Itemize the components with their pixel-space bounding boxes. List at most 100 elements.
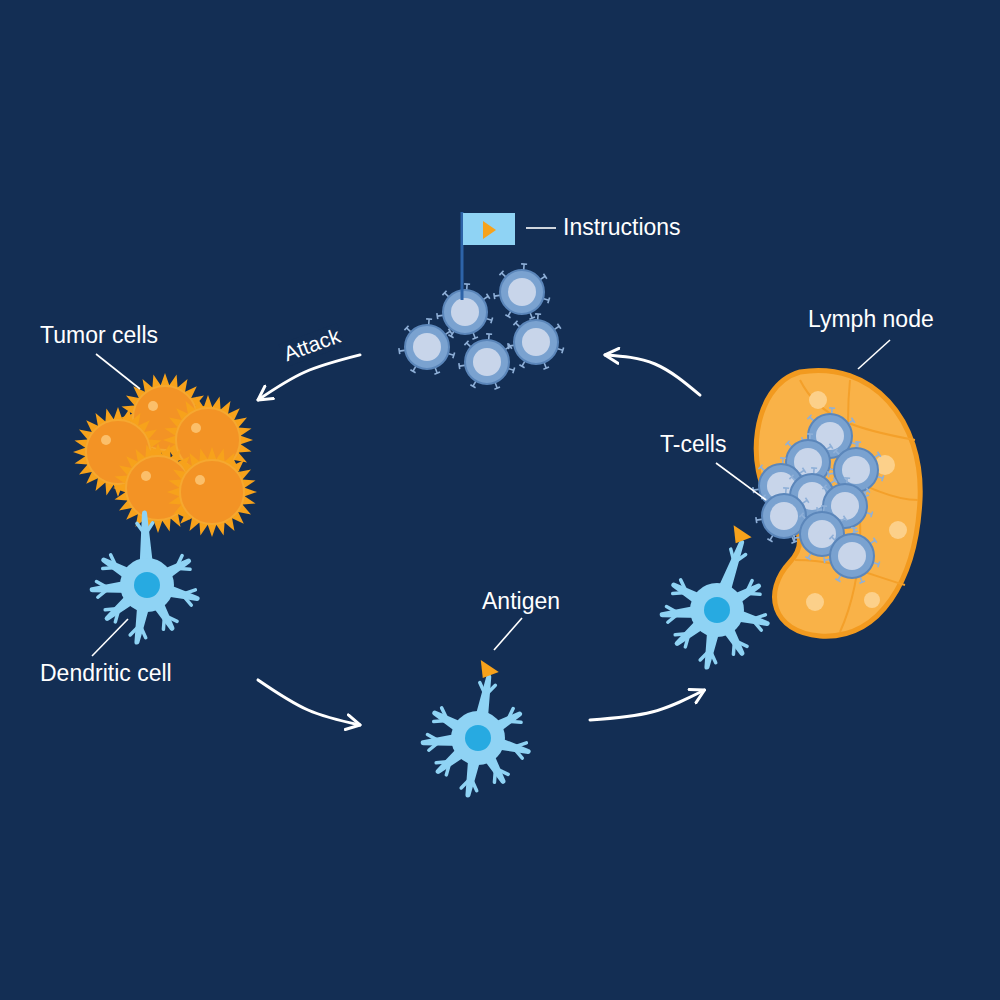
t-cell-cluster: T-cells bbox=[755, 415, 880, 585]
t-cell-receptor bbox=[486, 294, 489, 299]
lymph-node-spot bbox=[809, 391, 827, 409]
t-cell-receptor bbox=[799, 513, 803, 517]
t-cell-receptor bbox=[494, 387, 500, 389]
t-cell-receptor bbox=[829, 535, 833, 539]
flow-arrow bbox=[590, 690, 705, 720]
dendritic-cell: Dendritic cell bbox=[35, 535, 258, 690]
dendrite-branch bbox=[513, 747, 522, 758]
dendrite-branch bbox=[427, 734, 439, 741]
t-cell-receptor bbox=[783, 487, 789, 489]
lymph-node-shape bbox=[756, 370, 920, 636]
t-cell-receptor bbox=[805, 557, 810, 560]
t-cell-receptor bbox=[780, 457, 786, 459]
t-cell-receptor bbox=[486, 333, 492, 335]
t-cell bbox=[443, 290, 487, 334]
dendrite-branch bbox=[103, 568, 117, 569]
t-cell-receptor bbox=[829, 444, 832, 449]
leader-line bbox=[494, 618, 522, 650]
dendrite-branch bbox=[145, 523, 152, 535]
lymph-node-spot bbox=[889, 521, 907, 539]
dendrite-branch bbox=[434, 721, 448, 722]
flag bbox=[463, 213, 515, 245]
leader-line bbox=[526, 227, 556, 229]
t-cell-receptor bbox=[805, 498, 808, 503]
t-cell-receptor bbox=[464, 341, 468, 345]
lymph-node-spot bbox=[864, 592, 880, 608]
node-label: Instructions bbox=[563, 214, 681, 241]
t-cell-nucleus bbox=[508, 278, 536, 306]
lymph-node-lobes bbox=[790, 380, 918, 632]
flow-arrow bbox=[258, 680, 360, 725]
t-cell-receptor bbox=[557, 324, 560, 329]
t-cell-receptor bbox=[833, 478, 836, 483]
dendrite-branch bbox=[486, 685, 496, 695]
dendrite-branch bbox=[731, 549, 734, 563]
t-cell-receptor bbox=[873, 538, 876, 543]
edge-label: Attack bbox=[279, 323, 346, 367]
t-cell-receptor bbox=[453, 352, 455, 358]
t-cell-receptor bbox=[877, 452, 880, 457]
dendrite-branch bbox=[111, 555, 117, 568]
node-label: T-cells bbox=[660, 431, 726, 458]
dendritic-cell-nucleus bbox=[465, 725, 491, 751]
leader-lines bbox=[92, 228, 890, 656]
t-cell-receptor bbox=[822, 485, 826, 489]
t-cell-receptor bbox=[404, 326, 408, 330]
dendrite-branch bbox=[673, 593, 687, 594]
lymph-node: Lymph nodeT-cells bbox=[700, 300, 925, 690]
antigen bbox=[734, 525, 752, 543]
dendrite-branch bbox=[507, 721, 521, 722]
dendrite-branch bbox=[675, 633, 689, 634]
t-cell-receptor bbox=[844, 477, 850, 479]
leader-line bbox=[96, 354, 140, 389]
t-cell-receptor bbox=[855, 441, 861, 443]
dendrite-branch bbox=[513, 743, 526, 748]
dendrite-branch bbox=[176, 556, 182, 569]
t-cell-receptor bbox=[829, 407, 835, 409]
t-cell-receptor bbox=[436, 313, 438, 319]
t-cell-nucleus bbox=[808, 520, 836, 548]
tumor-highlight bbox=[148, 401, 158, 411]
tumor-spikes bbox=[167, 447, 257, 537]
t-cell-receptor bbox=[410, 370, 415, 373]
t-cell-nucleus bbox=[770, 502, 798, 530]
dendritic-cell-body bbox=[690, 583, 744, 637]
t-cell-receptor bbox=[398, 348, 400, 354]
flow-arrow bbox=[605, 355, 700, 395]
t-cell-receptor bbox=[562, 347, 564, 353]
t-cell-receptor bbox=[866, 488, 869, 493]
dendrite-branch bbox=[176, 568, 190, 569]
dendrite-branch bbox=[752, 619, 761, 630]
t-cell-receptor bbox=[491, 317, 493, 323]
dendrite-branch bbox=[735, 640, 748, 646]
node-label: Antigen bbox=[482, 588, 560, 615]
dendrite-branch bbox=[681, 580, 687, 593]
node-label: Lymph node bbox=[808, 306, 934, 333]
t-cell-receptor bbox=[513, 367, 515, 373]
leader-line bbox=[92, 619, 128, 656]
t-cell-nucleus bbox=[838, 542, 866, 570]
leader-line bbox=[858, 340, 890, 369]
t-cell-receptor bbox=[535, 313, 541, 315]
t-cell-receptor bbox=[807, 433, 813, 435]
t-cell-receptor bbox=[827, 471, 829, 477]
dendrite-branch bbox=[98, 588, 109, 597]
t-cell-receptor bbox=[505, 315, 510, 318]
t-cell-receptor bbox=[871, 511, 873, 517]
dendrite-branch bbox=[137, 523, 145, 534]
node-label: Dendritic cell bbox=[40, 660, 172, 687]
antigen-cell: Antigen bbox=[360, 585, 590, 810]
tumor-highlight bbox=[195, 475, 205, 485]
antigen bbox=[481, 660, 499, 678]
dendrite-branch bbox=[442, 708, 448, 721]
dendrite-branch bbox=[182, 590, 195, 595]
t-cell-receptor bbox=[543, 274, 546, 279]
t-cell-receptor bbox=[833, 449, 837, 453]
dendrite-branch bbox=[700, 650, 710, 660]
t-cell-receptor bbox=[789, 475, 793, 479]
dendrite-branch bbox=[471, 778, 477, 791]
t-cell bbox=[830, 534, 874, 578]
